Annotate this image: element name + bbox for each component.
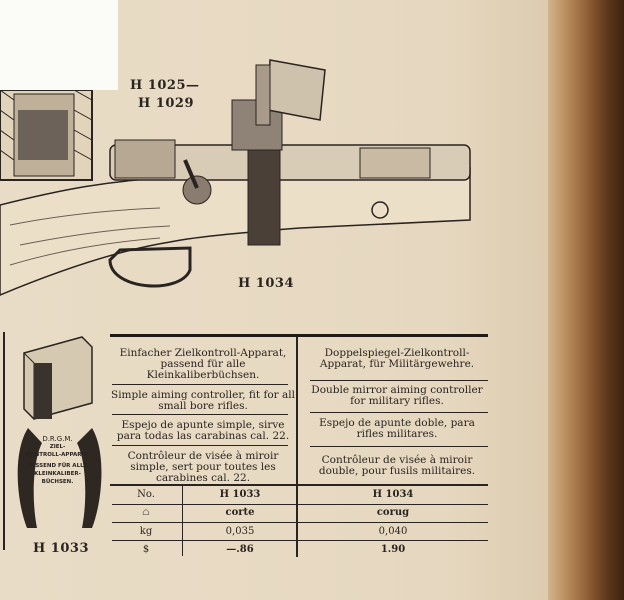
table-top-rule [110, 334, 488, 337]
divider [112, 384, 288, 385]
h1034-desc-de: Doppelspiegel-Zielkontroll-Apparat, für … [319, 347, 475, 370]
device-engraving: D.R.G.M. ZIEL- KONTROLL-APPARAT PASSEND … [25, 435, 90, 486]
engraving-line: KLEINKALIBER- [34, 471, 81, 477]
book-binding [548, 0, 624, 600]
engraving-line: BÜCHSEN. [41, 479, 74, 485]
h1034-desc-en: Double mirror aiming controller for mili… [311, 384, 483, 407]
divider [310, 412, 488, 413]
engraving-line: D.R.G.M. [42, 435, 73, 443]
divider [112, 522, 488, 523]
blank-patch [0, 0, 118, 90]
range-end-label: H 1029 [138, 96, 194, 111]
h1034-value: 0,040 [378, 526, 408, 537]
spec-top-rule [110, 484, 488, 486]
engraving-line: KONTROLL-APPARAT [25, 452, 90, 458]
engraving-line: ZIEL- [49, 444, 66, 450]
h1033-desc-fr: Contrôleur de visée à miroir simple, ser… [127, 450, 279, 484]
h1033-desc-de: Einfacher Zielkontroll-Apparat, passend … [119, 347, 287, 381]
row-label: kg [139, 526, 153, 537]
table-column-divider [296, 337, 298, 557]
h1033-value: H 1033 [219, 489, 261, 500]
h1034-desc-fr: Contrôleur de visée à miroir double, pou… [318, 454, 476, 477]
row-label: ⌂ [142, 507, 150, 518]
h1034-value: 1.90 [380, 544, 406, 555]
h1034-desc-es: Espejo de apunte doble, para rifles mili… [319, 417, 475, 440]
target-block-illustration [0, 90, 93, 181]
divider [310, 380, 488, 381]
column-rule [3, 332, 5, 550]
device-label: H 1033 [33, 541, 89, 556]
h1033-desc-es: Espejo de apunte simple, sirve para toda… [116, 419, 290, 442]
h1033-value: —.86 [226, 544, 254, 555]
h1034-value: corug [376, 507, 410, 518]
h1033-desc-en: Simple aiming controller, fit for all sm… [111, 389, 295, 412]
divider [310, 446, 488, 447]
rifle-label: H 1034 [238, 276, 294, 291]
h1033-value: 0,035 [225, 526, 255, 537]
row-label: No. [137, 489, 155, 500]
h1033-value: corte [225, 507, 255, 518]
divider [112, 414, 288, 415]
spec-column-divider [182, 486, 183, 556]
row-label: $ [142, 544, 150, 555]
range-label: H 1025— [130, 78, 200, 93]
rifle-illustration [0, 59, 471, 296]
divider [112, 445, 288, 446]
aiming-controller-illustration [17, 336, 102, 528]
h1034-value: H 1034 [372, 489, 414, 500]
divider [112, 504, 488, 505]
divider [112, 540, 488, 541]
engraving-line: PASSEND FÜR ALLE [27, 463, 88, 469]
